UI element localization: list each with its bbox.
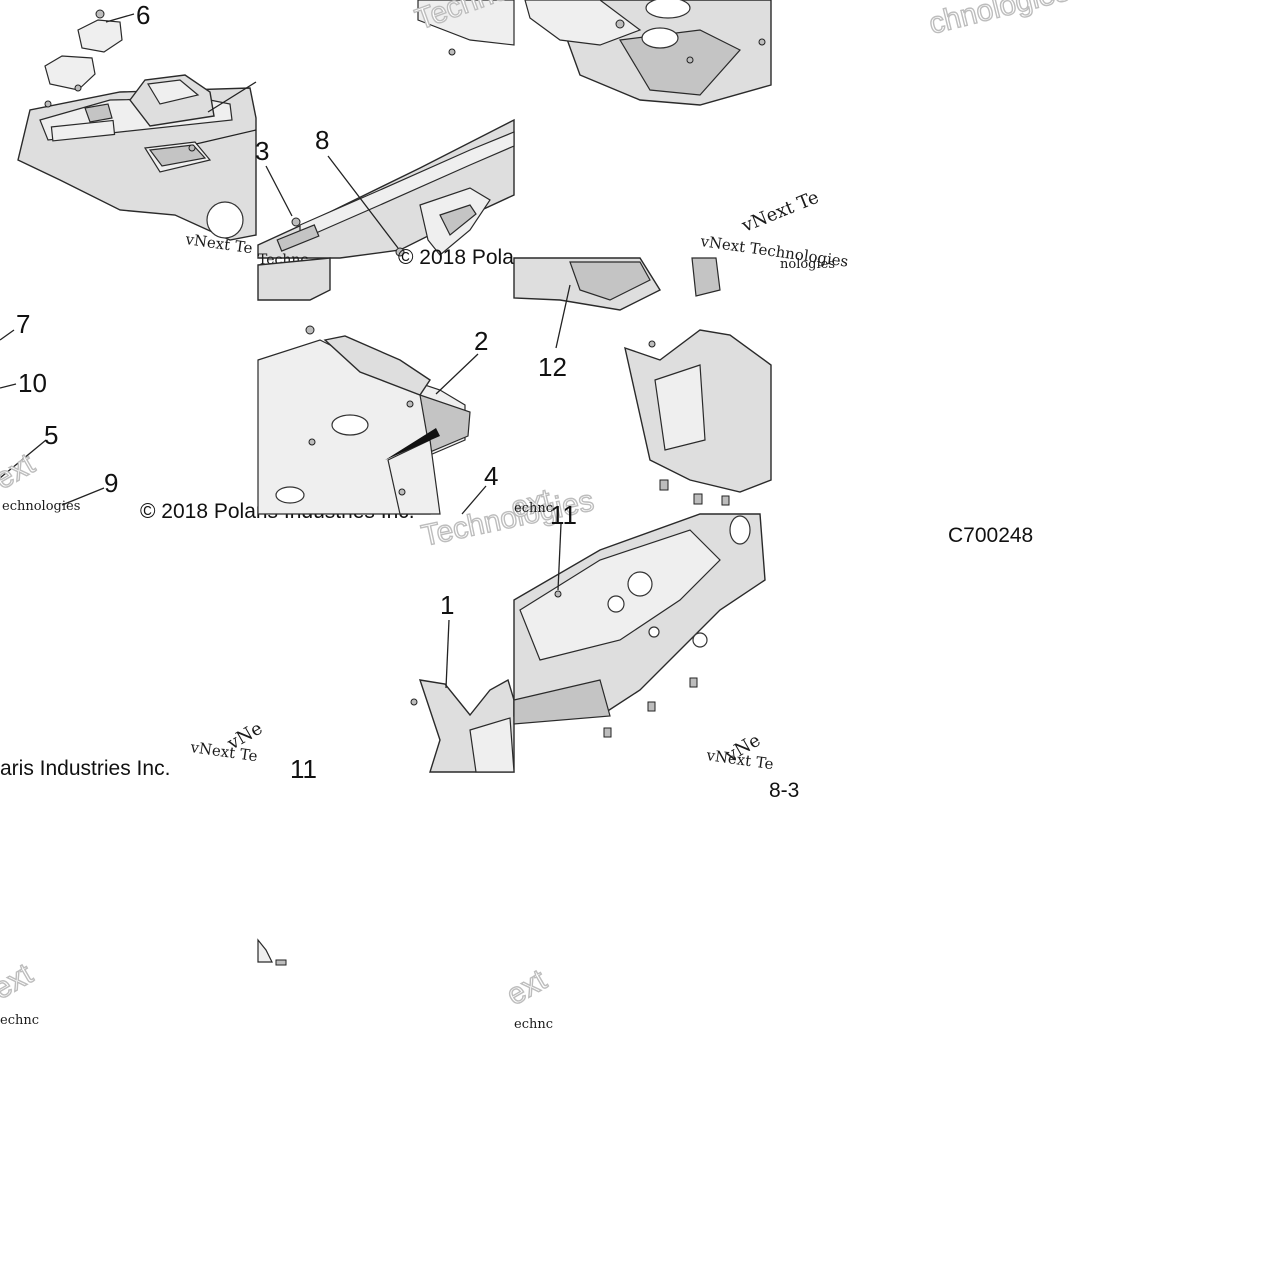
callout-6: 6 [136, 0, 150, 30]
leader-8 [327, 155, 399, 249]
stray-fragment [257, 938, 287, 966]
leader-10 [0, 383, 17, 389]
leader-9 [61, 487, 105, 506]
seat-tub-part [524, 0, 772, 106]
leader-5 [0, 439, 47, 479]
boot-part-6 [44, 9, 196, 152]
watermark-fragment: nologies [780, 257, 835, 272]
page-number: 8-3 [769, 779, 799, 802]
callout-11: 11 [290, 754, 317, 784]
watermark-fragment: ext [0, 447, 41, 496]
callout-2: 2 [474, 326, 488, 356]
callout-8: 8 [315, 125, 329, 155]
watermark-fragment: echnc [514, 1017, 553, 1032]
frame-rail-part [257, 0, 515, 259]
leader-7 [0, 329, 15, 341]
watermark-fragment: ext [0, 957, 39, 1006]
floor-panel-part [257, 257, 471, 515]
leader-11 [557, 523, 562, 591]
callout-4: 4 [484, 461, 498, 491]
watermark-fragment: echnologies [2, 499, 80, 514]
leader-shifter [207, 81, 257, 113]
bracket-part [410, 678, 515, 773]
leader-4 [461, 485, 487, 515]
leader-bolt [195, 129, 257, 145]
floor-pan-part [513, 495, 766, 738]
side-panel-part [513, 257, 772, 505]
leader-1 [445, 619, 450, 689]
callout-11: 11 [550, 500, 577, 530]
watermark-fragment: chnologies [926, 0, 1073, 41]
figure-code: C700248 [948, 524, 1033, 547]
watermark-fragment: vNext Te [738, 187, 822, 237]
leader-2 [435, 353, 479, 395]
leader-6 [105, 13, 135, 23]
console-cover-part [17, 74, 257, 241]
callout-9: 9 [104, 468, 118, 498]
callout-10: 10 [18, 368, 47, 398]
callout-1: 1 [440, 590, 454, 620]
watermark-fragment: echnc [514, 501, 553, 516]
copyright-fragment: aris Industries Inc. [0, 757, 170, 780]
callout-7: 7 [16, 309, 30, 339]
callout-12: 12 [538, 352, 567, 382]
watermark-fragment: echnc [0, 1013, 39, 1028]
leader-12 [555, 284, 571, 349]
watermark-fragment: ext [501, 963, 553, 1012]
copyright-fragment: © 2018 Pola [398, 246, 514, 269]
callout-3: 3 [255, 136, 269, 166]
leader-3 [265, 165, 293, 217]
callout-5: 5 [44, 420, 58, 450]
